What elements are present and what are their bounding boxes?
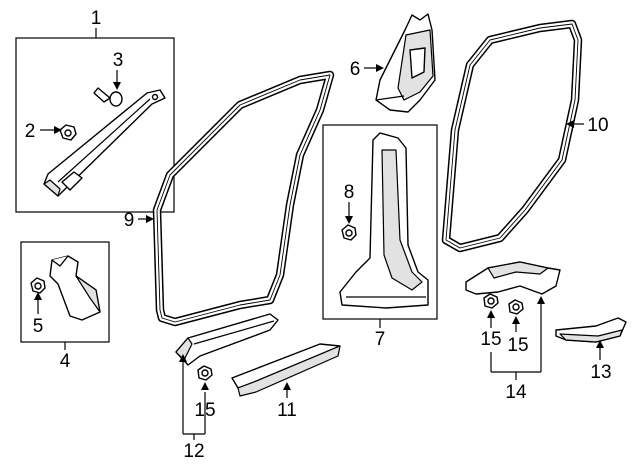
rear-scuff-plate xyxy=(465,261,561,295)
callout-13: 13 xyxy=(590,362,611,383)
trim-piece-13 xyxy=(555,317,627,343)
callout-7: 7 xyxy=(375,329,386,350)
front-scuff-plate xyxy=(175,313,279,366)
clip-15-rear-left xyxy=(483,293,499,309)
clip-15-rear-right xyxy=(508,299,524,315)
rear-door-weatherstrip xyxy=(441,19,583,253)
callout-2: 2 xyxy=(25,121,36,142)
callout-labels: 1 2 3 4 5 6 7 8 9 10 11 12 13 14 15 15 1… xyxy=(25,8,612,462)
callout-3: 3 xyxy=(113,50,124,71)
bolt-part-2 xyxy=(59,124,77,141)
group-box-1 xyxy=(15,28,175,213)
callout-11: 11 xyxy=(277,400,297,421)
callout-9: 9 xyxy=(124,210,135,231)
clip-15-front xyxy=(197,365,213,381)
bracket-part xyxy=(49,255,101,321)
callout-15-rear-left: 15 xyxy=(480,329,501,350)
center-pillar-upper-trim xyxy=(375,13,436,113)
center-pillar-lower-trim xyxy=(339,132,429,309)
front-pillar-garnish xyxy=(43,89,166,197)
bolt-part-5 xyxy=(30,277,46,294)
sill-strip-part xyxy=(231,343,341,397)
leader-lines xyxy=(34,64,604,440)
callout-8: 8 xyxy=(344,182,355,203)
bolt-part-8 xyxy=(341,224,357,241)
clip-part-3 xyxy=(93,87,123,107)
callout-10: 10 xyxy=(587,115,608,136)
callout-12: 12 xyxy=(183,441,204,462)
callout-15-rear-right: 15 xyxy=(507,335,528,356)
callout-14: 14 xyxy=(505,382,527,403)
callout-6: 6 xyxy=(350,59,361,80)
callout-1: 1 xyxy=(91,8,102,29)
callout-5: 5 xyxy=(33,316,44,337)
front-door-weatherstrip xyxy=(152,70,335,327)
callout-15-front: 15 xyxy=(194,400,215,421)
group-box-4 xyxy=(20,241,110,350)
group-box-7 xyxy=(322,124,438,328)
callout-4: 4 xyxy=(60,351,71,372)
